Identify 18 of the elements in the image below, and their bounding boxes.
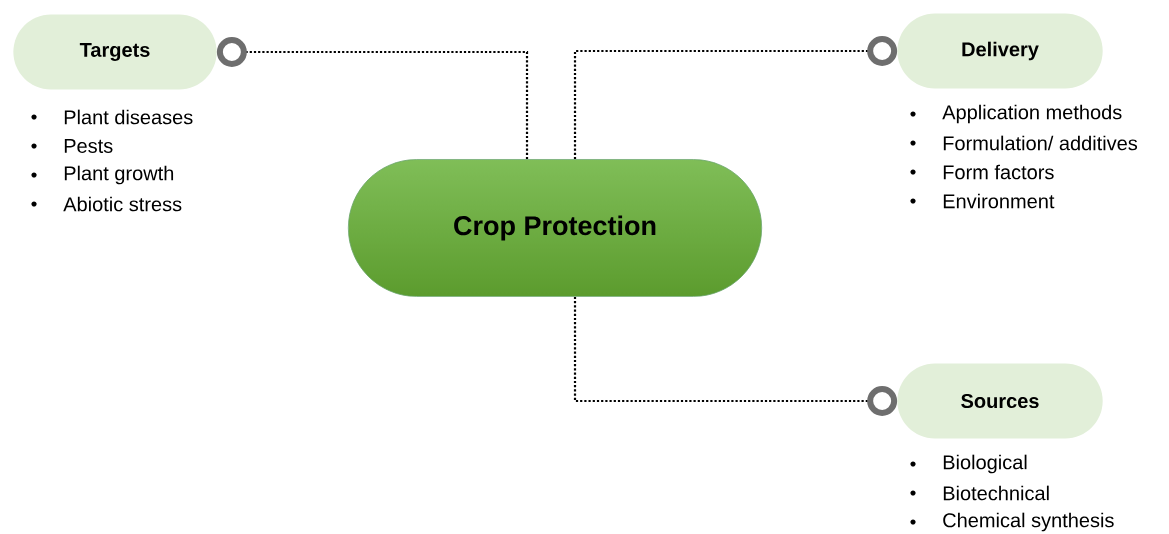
bullet-item: Abiotic stress (31, 196, 182, 212)
bullet-item: Environment (910, 193, 1055, 209)
bullet-item: Plant growth (31, 165, 174, 185)
bullet-item: Biotechnical (910, 485, 1049, 501)
connector (573, 36, 898, 160)
bullet-item: Pests (31, 139, 113, 153)
category-pill: Sources (897, 363, 1103, 439)
connector (216, 37, 529, 160)
category-pill: Delivery (897, 13, 1103, 89)
bullet-item: Chemical synthesis (910, 512, 1114, 532)
bullet-item: Biological (910, 454, 1027, 474)
bullet-item: Formulation/ additives (910, 135, 1138, 151)
bullet-item: Form factors (910, 164, 1054, 180)
bullet-item: Plant diseases (31, 109, 193, 125)
connector (573, 296, 898, 416)
bullet-item: Application methods (910, 104, 1122, 124)
main-topic-pill: Crop Protection (347, 159, 763, 297)
category-pill: Targets (13, 14, 217, 90)
